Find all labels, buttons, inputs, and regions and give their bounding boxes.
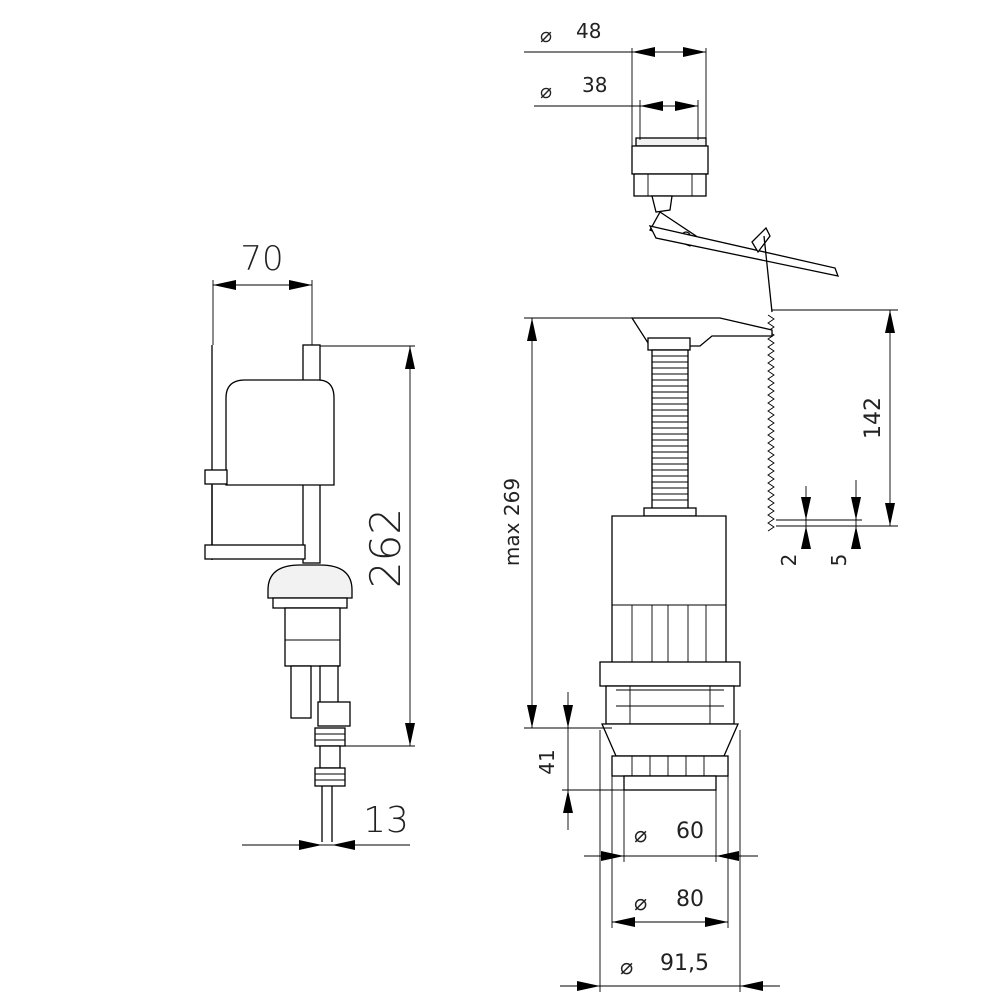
dim-d48-label: 48	[576, 19, 601, 43]
dim-142: 142	[772, 309, 898, 527]
dim-d915: ⌀ 91,5	[560, 730, 780, 992]
dim-d48: ⌀ 48	[524, 19, 707, 146]
dim-d48-symbol: ⌀	[540, 23, 552, 47]
dim-d80: ⌀ 80	[611, 776, 729, 928]
dim-d38-symbol: ⌀	[540, 79, 552, 103]
dim-d38: ⌀ 38	[534, 73, 699, 140]
dim-d38-label: 38	[582, 73, 607, 97]
dim-41: 41	[535, 692, 624, 830]
dim-13-label: 13	[363, 800, 409, 841]
dim-262-label: 262	[361, 508, 410, 588]
dim-d60-label: 60	[676, 819, 704, 844]
dim-d60: ⌀ 60	[584, 790, 758, 862]
dim-d80-symbol: ⌀	[634, 891, 647, 916]
dim-142-label: 142	[861, 397, 886, 439]
dim-max269: max 269	[500, 317, 632, 729]
dim-70-label: 70	[240, 239, 283, 279]
dim-70: 70	[212, 239, 313, 345]
dim-2-label: 2	[777, 554, 801, 567]
dim-5-label: 5	[827, 554, 851, 567]
dim-d915-symbol: ⌀	[620, 955, 633, 980]
fill-valve	[204, 344, 353, 842]
dim-41-label: 41	[535, 749, 559, 774]
dim-2-5: 2 5	[776, 480, 862, 566]
dim-max269-label: max 269	[500, 478, 524, 566]
dim-13: 13	[242, 800, 410, 850]
dim-d60-symbol: ⌀	[634, 823, 647, 848]
flush-valve	[599, 137, 840, 791]
dim-d915-label: 91,5	[660, 951, 709, 976]
dim-262: 262	[320, 345, 415, 747]
dim-d80-label: 80	[676, 887, 704, 912]
